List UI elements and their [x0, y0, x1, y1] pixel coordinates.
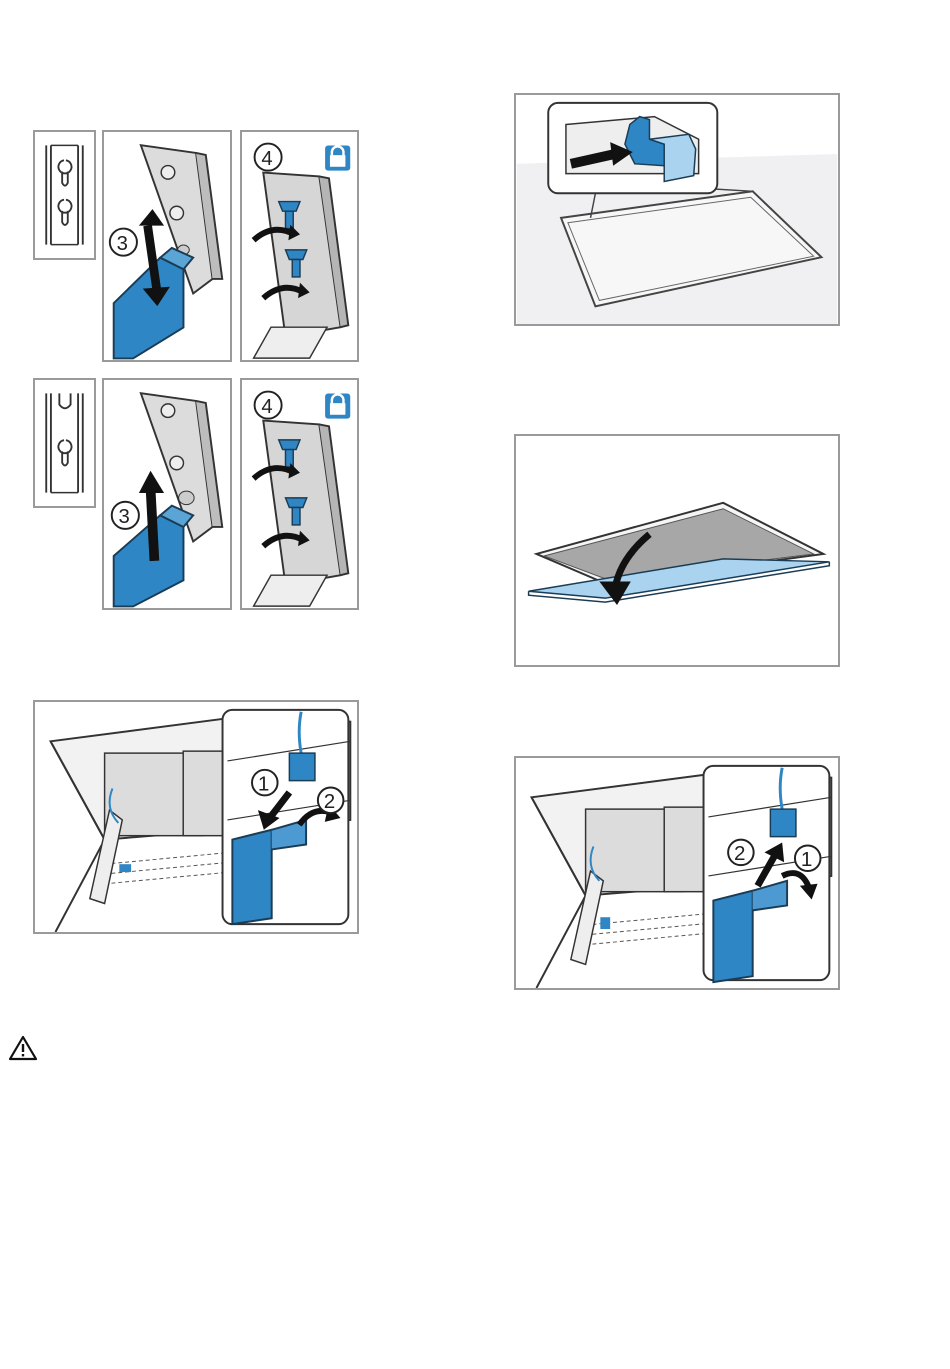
lock-icon: [325, 393, 350, 418]
step-label: 3: [119, 506, 130, 528]
keyhole-shape-top: [58, 160, 71, 185]
keyhole-shape: [58, 440, 71, 465]
open-panel-figure: [514, 434, 840, 667]
tighten-screws-figure-2: 4: [240, 378, 359, 610]
insert-bracket-figure-1: 3: [102, 130, 232, 362]
slot-shape-top: [59, 393, 70, 408]
open-slot-profile-figure: [33, 378, 96, 508]
keyhole-shape-bottom: [58, 200, 71, 225]
step-label: 2: [734, 842, 745, 865]
step-label: 2: [324, 790, 335, 813]
keyhole-profile-figure: [33, 130, 96, 260]
disconnect-plug-figure: 2 1: [514, 756, 840, 990]
filter-clip-figure: [514, 93, 840, 326]
connector-blue: [232, 830, 271, 924]
step-label: 1: [258, 772, 269, 795]
lock-icon: [325, 145, 350, 170]
up-arrow-icon: [151, 488, 155, 561]
connect-plug-figure: 1 2: [33, 700, 359, 934]
bracket-blue: [114, 258, 184, 359]
step-label: 4: [261, 396, 272, 418]
insert-bracket-figure-2: 3: [102, 378, 232, 610]
step-label: 3: [117, 233, 128, 255]
connector-blue: [713, 891, 752, 982]
tighten-screws-figure-1: 4: [240, 130, 359, 362]
step-label: 1: [801, 848, 812, 871]
step-label: 4: [261, 148, 272, 170]
warning-icon: [8, 1035, 38, 1061]
